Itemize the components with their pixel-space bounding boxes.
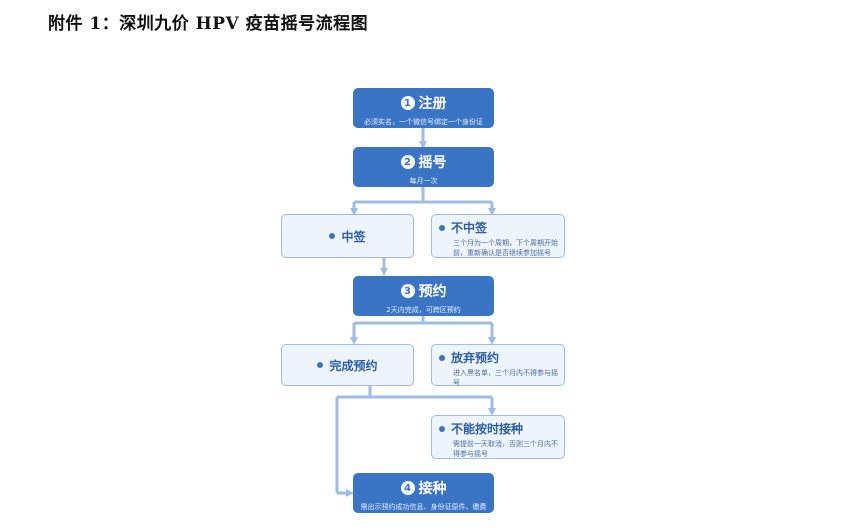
bullet-icon (329, 233, 336, 239)
branch-giveup: 放弃预约 进入黑名单，三个月内不得参与摇号 (431, 344, 565, 387)
bullet-icon (439, 425, 445, 432)
branch-desc: 三个月为一个周期，下个周期开始前，重新确认是否继续参加摇号 (453, 239, 558, 257)
branch-desc: 需提前一天取消，否则三个月内不得参与摇号 (453, 440, 558, 458)
step-desc: 每月一次 (409, 177, 438, 185)
step-desc: 需出示预约成功信息、身份证原件、缴费 (360, 503, 487, 511)
step-number-2: 2 (400, 155, 415, 169)
bullet-icon (317, 362, 324, 368)
step-label: 接种 (418, 481, 447, 497)
branch-done: 完成预约 (281, 344, 414, 386)
step-desc: 2天内完成，可跨区预约 (386, 306, 461, 314)
step-label: 预约 (418, 284, 447, 300)
branch-desc: 进入黑名单，三个月内不得参与摇号 (453, 369, 558, 387)
step-label: 注册 (418, 96, 447, 112)
bullet-icon (439, 224, 445, 231)
branch-label: 放弃预约 (451, 351, 500, 365)
branch-lose: 不中签 三个月为一个周期，下个周期开始前，重新确认是否继续参加摇号 (431, 214, 565, 258)
branch-label: 中签 (341, 229, 366, 244)
step-number-3: 3 (400, 284, 415, 298)
bullet-icon (439, 354, 445, 361)
step-label: 摇号 (418, 155, 447, 171)
step-number-4: 4 (400, 481, 415, 495)
branch-label: 不能按时接种 (451, 422, 524, 436)
branch-cannot: 不能按时接种 需提前一天取消，否则三个月内不得参与摇号 (431, 415, 565, 459)
branch-label: 完成预约 (329, 358, 378, 373)
branch-label: 不中签 (451, 221, 488, 235)
step-desc: 必须实名，一个微信号绑定一个身份证 (364, 118, 483, 126)
page-title: 附件 1：深圳九价 HPV 疫苗摇号流程图 (48, 14, 369, 34)
branch-win: 中签 (281, 214, 414, 258)
step-number-1: 1 (400, 96, 415, 110)
